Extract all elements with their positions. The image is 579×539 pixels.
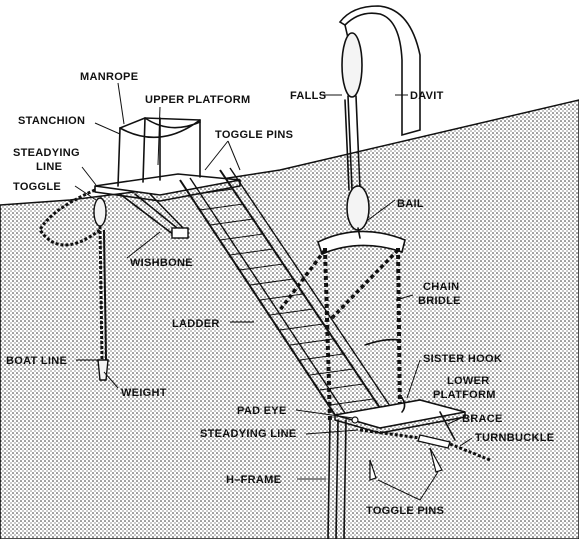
lower-manrope (364, 338, 401, 346)
label-upper-platform: UPPER PLATFORM (145, 94, 250, 106)
pad-eye (351, 416, 359, 424)
turnbuckle (417, 434, 491, 462)
label-pad-eye: PAD EYE (237, 405, 287, 417)
label-sister-hook: SISTER HOOK (423, 353, 502, 365)
label-boat-line: BOAT LINE (6, 355, 67, 367)
boat-line (98, 225, 107, 361)
label-ladder: LADDER (172, 318, 220, 330)
label-davit: DAVIT (410, 90, 444, 102)
steadying-line-lower (359, 428, 421, 440)
label-brace: BRACE (462, 413, 503, 425)
label-chain-bridle-2: BRIDLE (418, 295, 461, 307)
label-steadying-line-upper-2: LINE (36, 161, 62, 173)
manrope (119, 117, 201, 139)
label-manrope: MANROPE (80, 71, 138, 83)
leader-lines (74, 82, 473, 501)
steadying-line-upper (38, 188, 101, 247)
label-lower-platform-2: PLATFORM (433, 389, 496, 401)
brace (439, 411, 456, 441)
weight (97, 359, 109, 381)
wishbone (119, 193, 189, 239)
toggle (93, 197, 107, 227)
ladder (179, 167, 391, 416)
ship-hull (0, 99, 579, 539)
label-wishbone: WISHBONE (130, 257, 193, 269)
lower-toggle-pins (369, 447, 443, 481)
label-turnbuckle: TURNBUCKLE (475, 432, 554, 444)
label-steadying-line-upper-1: STEADYING (13, 147, 80, 159)
bail (317, 227, 406, 256)
label-chain-bridle-1: CHAIN (423, 281, 459, 293)
label-h-frame: H–FRAME (226, 474, 281, 486)
label-toggle-pins-lower: TOGGLE PINS (366, 505, 444, 517)
h-frame (327, 419, 347, 539)
label-toggle-pins-upper: TOGGLE PINS (215, 129, 293, 141)
label-weight: WEIGHT (121, 387, 167, 399)
label-bail: BAIL (397, 198, 424, 210)
label-steadying-line-lower: STEADYING LINE (200, 428, 297, 440)
stanchions (117, 117, 201, 187)
label-falls: FALLS (290, 90, 326, 102)
label-stanchion: STANCHION (18, 115, 85, 127)
sister-hook (399, 394, 406, 413)
label-lower-platform-1: LOWER (447, 375, 489, 387)
chain-bridle (278, 247, 402, 421)
label-toggle: TOGGLE (13, 181, 61, 193)
